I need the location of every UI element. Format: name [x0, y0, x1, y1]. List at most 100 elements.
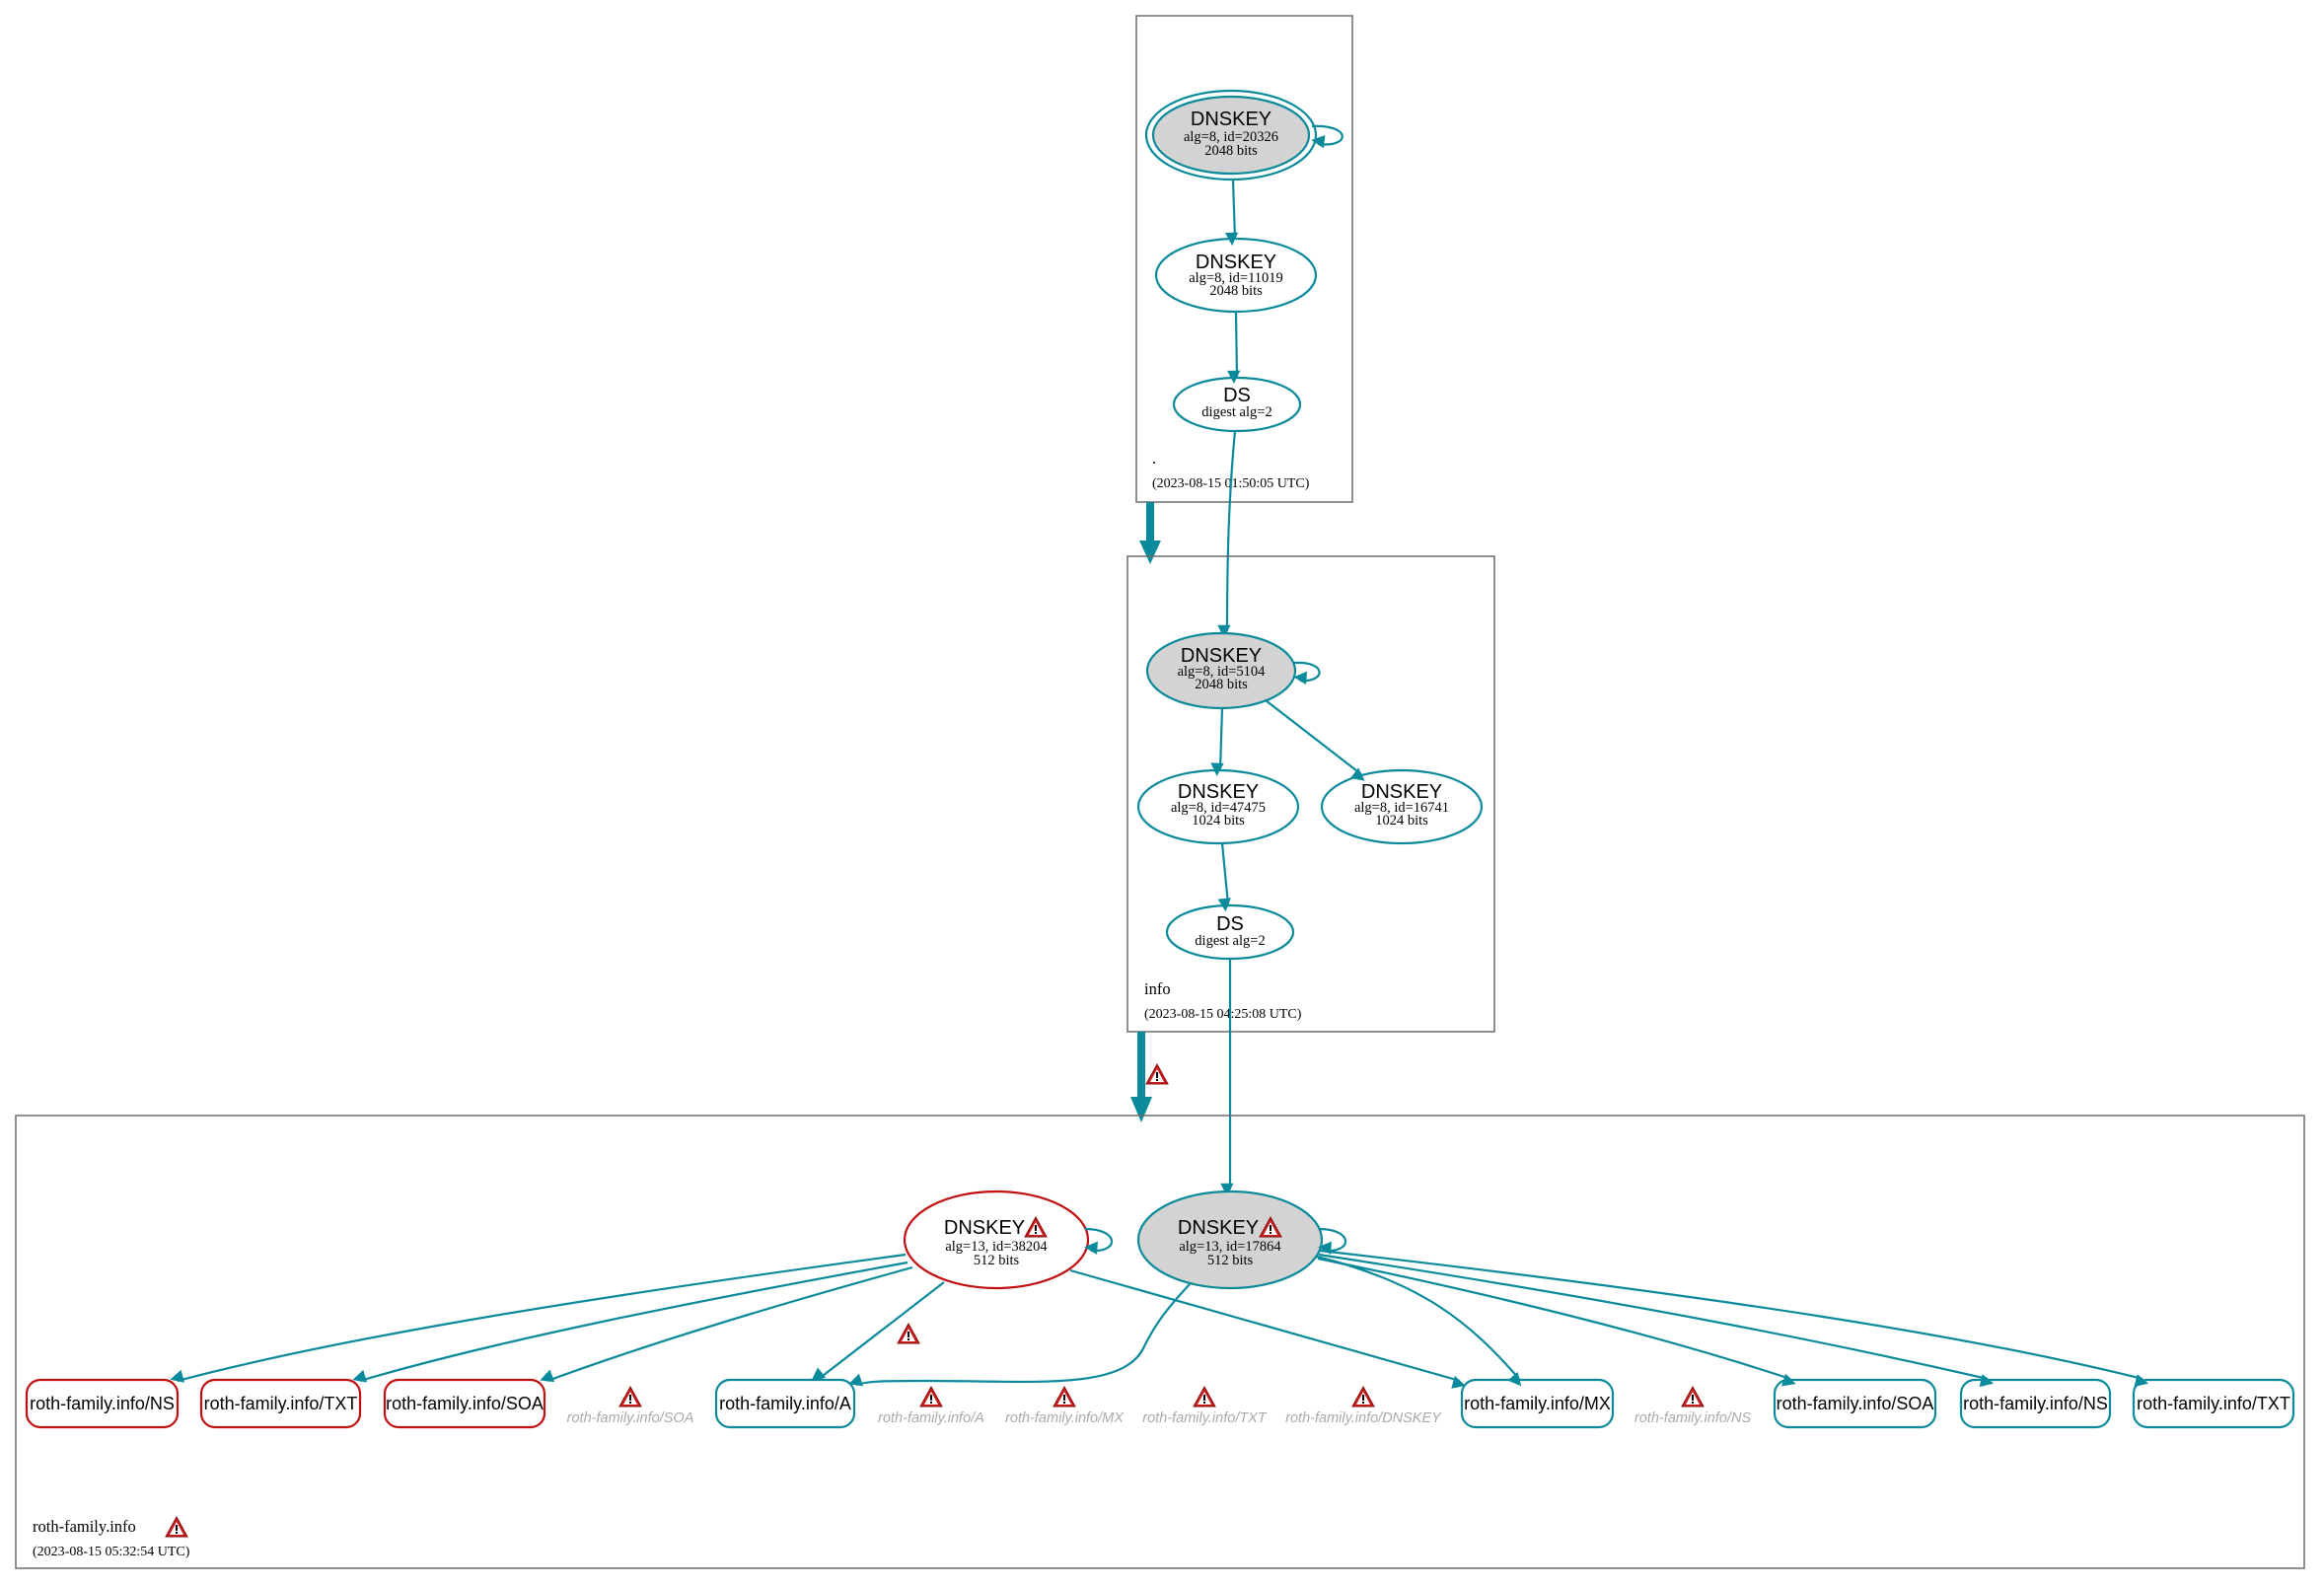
svg-text:roth-family.info/A: roth-family.info/A — [719, 1394, 851, 1413]
rrset-mx-missing[interactable]: roth-family.info/MX — [1005, 1386, 1125, 1426]
edge-key17864-to-ns — [1318, 1253, 1995, 1388]
warning-triangle-icon[interactable] — [618, 1386, 642, 1407]
svg-text:digest alg=2: digest alg=2 — [1201, 404, 1271, 420]
rrset-ns-missing[interactable]: roth-family.info/NS — [1634, 1386, 1752, 1426]
svg-text:roth-family.info/NS: roth-family.info/NS — [1634, 1410, 1752, 1426]
edge-ds-to-info-ksk — [1217, 430, 1237, 638]
info-ksk-node[interactable]: DNSKEY alg=8, id=5104 2048 bits — [1145, 631, 1297, 710]
edge-self-root-ksk — [1311, 124, 1344, 149]
warning-triangle-icon[interactable] — [1145, 1063, 1169, 1085]
svg-text:roth-family.info/SOA: roth-family.info/SOA — [386, 1394, 544, 1413]
svg-text:DNSKEY: DNSKEY — [1191, 108, 1271, 130]
zone-info-border — [1126, 555, 1495, 1033]
rrset-soa-bogus[interactable]: roth-family.info/SOA — [383, 1378, 546, 1429]
zone-info: DNSKEY alg=8, id=5104 2048 bits DNSKEY a… — [1126, 555, 1495, 1033]
rrset-soa-missing[interactable]: roth-family.info/SOA — [567, 1386, 694, 1426]
rrset-ns-secure[interactable]: roth-family.info/NS — [1959, 1378, 2112, 1429]
warning-triangle-icon[interactable] — [1681, 1386, 1705, 1407]
svg-text:alg=8, id=47475: alg=8, id=47475 — [1171, 800, 1266, 816]
edge-info-ksk-to-zsk1 — [1210, 707, 1224, 776]
svg-text:1024 bits: 1024 bits — [1192, 813, 1245, 829]
svg-text:512 bits: 512 bits — [974, 1253, 1020, 1268]
edge-root-ksk-to-zsk — [1224, 179, 1239, 247]
svg-text:alg=13, id=17864: alg=13, id=17864 — [1179, 1239, 1281, 1255]
domain-ds-node[interactable]: DS digest alg=2 — [1165, 903, 1295, 961]
svg-text:DNSKEY: DNSKEY — [1181, 645, 1262, 667]
svg-text:DNSKEY: DNSKEY — [1178, 781, 1259, 803]
warning-triangle-icon[interactable] — [1024, 1216, 1048, 1238]
svg-text:roth-family.info/DNSKEY: roth-family.info/DNSKEY — [1285, 1410, 1442, 1426]
rrset-dnskey-missing[interactable]: roth-family.info/DNSKEY — [1285, 1386, 1442, 1426]
warning-triangle-icon[interactable] — [1193, 1386, 1216, 1407]
svg-text:DNSKEY: DNSKEY — [944, 1217, 1025, 1239]
edge-key38204-to-ns — [170, 1253, 907, 1383]
warning-triangle-icon[interactable] — [1053, 1386, 1076, 1407]
info-ds-node[interactable]: DS digest alg=2 — [1172, 376, 1302, 433]
edge-info-ksk-to-zsk2 — [1265, 699, 1365, 781]
svg-text:roth-family.info/TXT: roth-family.info/TXT — [204, 1394, 358, 1413]
svg-text:DNSKEY: DNSKEY — [1178, 1217, 1259, 1239]
rrset-txt-secure[interactable]: roth-family.info/TXT — [2132, 1378, 2295, 1429]
svg-text:alg=8, id=5104: alg=8, id=5104 — [1178, 664, 1267, 680]
warning-triangle-icon[interactable] — [919, 1386, 943, 1407]
svg-text:2048 bits: 2048 bits — [1195, 677, 1248, 692]
svg-text:2048 bits: 2048 bits — [1209, 283, 1263, 299]
dnskey-38204-node[interactable]: DNSKEY alg=13, id=38204 512 bits — [903, 1190, 1090, 1290]
delegation-arrowhead — [1130, 1097, 1152, 1122]
rrset-a-missing[interactable]: roth-family.info/A — [878, 1386, 984, 1426]
zone-domain-border — [15, 1115, 2305, 1569]
rrset-ns-bogus[interactable]: roth-family.info/NS — [25, 1378, 180, 1429]
svg-text:alg=8, id=16741: alg=8, id=16741 — [1354, 800, 1449, 816]
svg-text:roth-family.info/SOA: roth-family.info/SOA — [567, 1410, 694, 1426]
svg-text:1024 bits: 1024 bits — [1375, 813, 1428, 829]
svg-text:512 bits: 512 bits — [1207, 1253, 1254, 1268]
edge-key17864-to-mx — [1316, 1255, 1522, 1387]
edge-key38204-to-a — [811, 1281, 945, 1381]
edge-key17864-to-soa — [1317, 1257, 1796, 1387]
svg-text:roth-family.info/SOA: roth-family.info/SOA — [1777, 1394, 1934, 1413]
svg-text:alg=8, id=20326: alg=8, id=20326 — [1184, 129, 1278, 145]
zone-domain-timestamp: (2023-08-15 05:32:54 UTC) — [33, 1545, 190, 1559]
svg-text:DS: DS — [1223, 385, 1251, 406]
svg-text:roth-family.info/A: roth-family.info/A — [878, 1410, 984, 1426]
svg-text:DS: DS — [1216, 913, 1244, 935]
svg-text:DNSKEY: DNSKEY — [1361, 781, 1442, 803]
rrset-soa-secure[interactable]: roth-family.info/SOA — [1773, 1378, 1937, 1429]
root-zsk-node[interactable]: DNSKEY alg=8, id=11019 2048 bits — [1154, 237, 1318, 314]
edge-key17864-to-a — [848, 1283, 1191, 1387]
edge-self-key17864 — [1318, 1227, 1347, 1255]
root-ksk-node[interactable]: DNSKEY alg=8, id=20326 2048 bits — [1144, 89, 1318, 181]
warning-triangle-icon[interactable] — [165, 1516, 188, 1538]
warning-triangle-icon[interactable] — [897, 1323, 920, 1344]
rrset-a-secure[interactable]: roth-family.info/A — [714, 1378, 856, 1429]
dnskey-17864-node[interactable]: DNSKEY alg=13, id=17864 512 bits — [1136, 1190, 1324, 1290]
edge-self-key38204 — [1084, 1227, 1114, 1255]
svg-text:roth-family.info/NS: roth-family.info/NS — [1963, 1394, 2108, 1413]
zone-roth-family-info: DNSKEY alg=13, id=38204 512 bits DNSKEY … — [15, 1115, 2305, 1569]
edge-root-zsk-to-ds — [1227, 311, 1241, 385]
info-zsk-16741-node[interactable]: DNSKEY alg=8, id=16741 1024 bits — [1320, 768, 1484, 845]
svg-text:2048 bits: 2048 bits — [1204, 143, 1258, 159]
rrset-txt-bogus[interactable]: roth-family.info/TXT — [199, 1378, 362, 1429]
edge-key38204-to-soa — [540, 1265, 913, 1383]
edge-info-zsk-to-ds — [1217, 842, 1231, 912]
rrset-txt-missing[interactable]: roth-family.info/TXT — [1142, 1386, 1268, 1426]
svg-text:roth-family.info/MX: roth-family.info/MX — [1005, 1410, 1125, 1426]
zone-root-border — [1135, 15, 1353, 503]
zone-domain-label: roth-family.info — [33, 1517, 136, 1536]
warning-triangle-icon[interactable] — [1351, 1386, 1375, 1407]
rrset-mx-secure[interactable]: roth-family.info/MX — [1460, 1378, 1615, 1429]
delegation-arrowhead — [1139, 541, 1161, 564]
zone-info-timestamp: (2023-08-15 04:25:08 UTC) — [1144, 1007, 1302, 1022]
edge-key38204-to-txt — [352, 1261, 908, 1383]
edge-key38204-to-mx — [1069, 1268, 1466, 1389]
svg-text:roth-family.info/TXT: roth-family.info/TXT — [2137, 1394, 2290, 1413]
svg-text:alg=13, id=38204: alg=13, id=38204 — [945, 1239, 1048, 1255]
edge-self-info-ksk — [1293, 661, 1321, 685]
zone-root: DNSKEY alg=8, id=20326 2048 bits DNSKEY … — [1135, 15, 1353, 503]
zone-info-label: info — [1144, 979, 1171, 998]
svg-text:alg=8, id=11019: alg=8, id=11019 — [1189, 270, 1283, 286]
info-zsk-47475-node[interactable]: DNSKEY alg=8, id=47475 1024 bits — [1136, 768, 1300, 845]
edge-key17864-to-txt — [1319, 1249, 2149, 1387]
